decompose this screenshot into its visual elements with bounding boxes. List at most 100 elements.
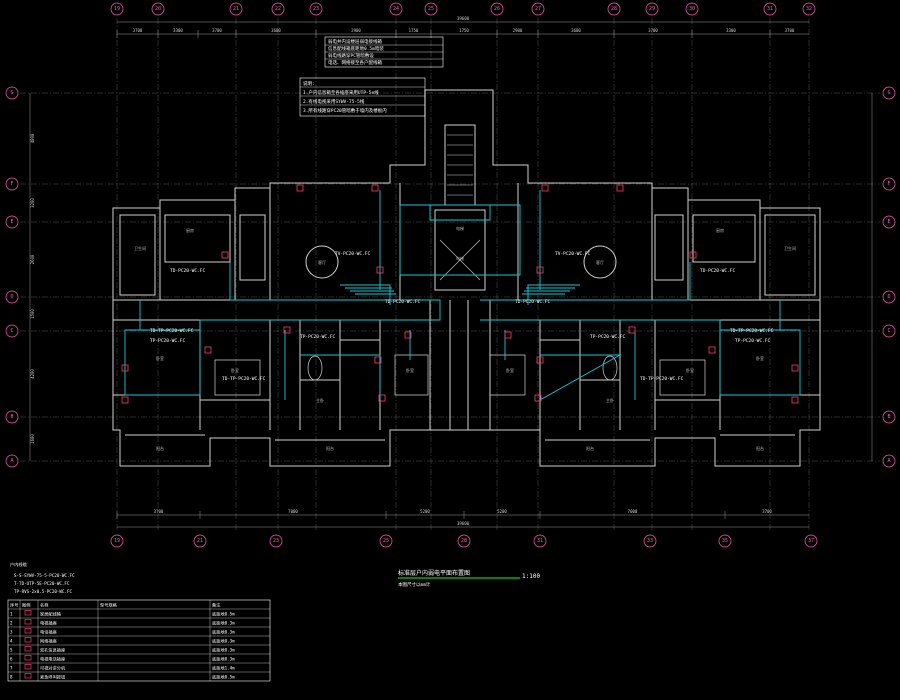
dim-segment-top: 3700 (785, 28, 795, 33)
legend-cell: 电话插座 (40, 629, 57, 636)
axis-label-bottom: 28 (461, 538, 467, 544)
circuit-label: TD-PC20-WC.FC (170, 268, 206, 274)
axis-label-left: B (10, 414, 13, 420)
axis-bubble-left (5, 410, 19, 424)
dim-segment-bottom: 3700 (762, 509, 772, 514)
axis-label-top: 27 (535, 6, 541, 12)
axis-bubble-top (763, 2, 777, 16)
legend-cell: 底距地0.5m (212, 611, 235, 618)
note-1-line-3: 弱电线路穿PC管暗敷设 (328, 52, 374, 59)
axis-bubble-left (5, 324, 19, 338)
axis-bubble-right (882, 86, 896, 100)
cable-legend-line-2: T-TD-UTP-5E-PC20-WC.FC (14, 581, 70, 586)
legend-cell: 7 (10, 666, 13, 671)
legend-column-header: 图例 (22, 602, 30, 609)
legend-symbol-icon (24, 673, 32, 679)
circuit-label: TP-PC20-WC.FC (590, 334, 626, 340)
dim-segment-top: 1750 (459, 28, 469, 33)
legend-cell: 底距地1.4m (212, 665, 235, 672)
outlet-device-icon (121, 396, 129, 404)
legend-column-header: 序号 (10, 602, 18, 609)
dim-segment-top: 3700 (212, 28, 222, 33)
legend-cell: 底距地0.3m (212, 638, 235, 645)
axis-bubble-right (882, 215, 896, 229)
axis-bubble-top (645, 2, 659, 16)
axis-label-top: 29 (649, 6, 655, 12)
axis-bubble-top (424, 2, 438, 16)
note-box-2: 说明: 1.户内信息箱至各插座采用UTP-5e线 2.有线电视采用SYWV-75… (299, 77, 426, 117)
dim-segment-side: 3200 (30, 198, 35, 208)
drawing-subtitle: 本图尺寸以mm计 (398, 581, 431, 588)
note-1-line-4: 电话、网络接至各户配线箱 (328, 59, 382, 66)
dim-segment-top: 3600 (571, 28, 581, 33)
outlet-device-icon (504, 331, 512, 339)
circuit-label: TP-PC20-WC.FC (150, 338, 186, 344)
axis-label-top: 20 (155, 6, 161, 12)
legend-cell: 4 (10, 639, 13, 644)
cable-legend-header: 户内线缆 (10, 561, 28, 568)
room-label: 卫生间 (784, 245, 796, 251)
axis-bubble-bottom (193, 534, 207, 548)
axis-label-top: 26 (494, 6, 500, 12)
legend-symbol-icon (24, 628, 32, 634)
drawing-scale: 1:100 (522, 573, 540, 580)
legend-symbol-icon (24, 655, 32, 661)
legend-table-border (7, 599, 271, 682)
legend-cell: 网络插座 (40, 638, 57, 645)
axis-label-top: 25 (428, 6, 434, 12)
circuit-label: TV-PC20-WC.FC (555, 251, 591, 257)
legend-symbol-icon (24, 619, 32, 625)
room-label: 客厅 (596, 259, 604, 265)
room-label: 主卧 (316, 397, 324, 403)
outlet-device-icon (204, 346, 212, 354)
note-box-1: 弱电井内设楼层弱电接线箱 信息配线箱底距地0.5m暗装 弱电线路穿PC管暗敷设 … (324, 36, 444, 68)
dim-segment-top: 1750 (409, 28, 419, 33)
dim-segment-top: 3300 (173, 28, 183, 33)
room-label: 阳台 (156, 445, 164, 451)
axis-label-left: G (10, 90, 13, 96)
room-label: 主卧 (606, 397, 614, 403)
axis-label-right: C (887, 328, 890, 334)
axis-bubble-bottom (379, 534, 393, 548)
axis-label-right: D (887, 294, 890, 300)
room-labels: 卧室卧室客厅客厅卧室卧室卧室卧室主卧主卧厨房厨房卫生间卫生间阳台阳台阳台阳台电梯… (134, 225, 796, 451)
circuit-label: TD-TP-PC20-WC.FC (222, 376, 266, 382)
dim-segment-top: 3700 (133, 28, 143, 33)
room-label: 卧室 (231, 367, 239, 373)
circuit-label: TV-PC20-WC.FC (335, 251, 371, 257)
axis-bubble-bottom (804, 534, 818, 548)
dim-segment-side: 2600 (30, 254, 35, 264)
legend-cell: 底距地0.3m (212, 647, 235, 654)
dim-segment-bottom: 7000 (288, 509, 298, 514)
legend-cell: 电视电话插座 (40, 656, 65, 663)
legend-cell: 底距地0.3m (212, 629, 235, 636)
legend-cell: 电视插座 (40, 620, 57, 627)
legend-cell: 1 (10, 612, 13, 617)
axis-label-top: 31 (767, 6, 773, 12)
axis-bubble-top (685, 2, 699, 16)
dim-segment-bottom: 7000 (628, 509, 638, 514)
dim-segment-top: 2900 (351, 28, 361, 33)
axis-bubble-bottom (110, 534, 124, 548)
axis-bubble-right (882, 290, 896, 304)
axis-bubble-bottom (533, 534, 547, 548)
legend-cell: 底距地0.3m (212, 656, 235, 663)
axis-label-left: C (10, 328, 13, 334)
dim-overall-bottom: 39600 (457, 521, 470, 526)
circuit-label: TD-PC20-WC.FC (700, 268, 736, 274)
axis-label-left: E (10, 219, 13, 225)
outlet-device-icon (791, 396, 799, 404)
weak-current-circuits (124, 190, 801, 401)
legend-symbol-icon (24, 637, 32, 643)
axis-label-top: 22 (275, 6, 281, 12)
axis-bubble-top (389, 2, 403, 16)
axis-bubble-bottom (269, 534, 283, 548)
building-walls (112, 89, 821, 467)
room-label: 厨房 (716, 227, 724, 233)
axis-label-bottom: 35 (722, 538, 728, 544)
axis-label-left: F (10, 181, 13, 187)
axis-label-bottom: 23 (273, 538, 279, 544)
